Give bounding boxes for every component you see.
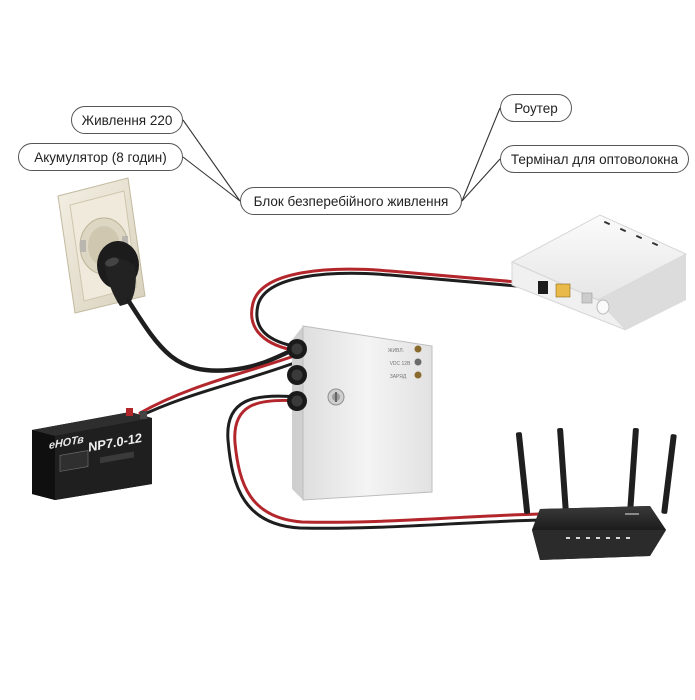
battery: eНОТв NP7.0-12 xyxy=(32,408,152,500)
ups-box: ЖИВЛ. VDC 12В ЗАРЯД xyxy=(287,325,433,501)
fiber-terminal xyxy=(510,214,688,331)
label-ups: Блок безперебійного живлення xyxy=(240,187,462,215)
terminal-button xyxy=(596,299,610,315)
ups-led-label-3: ЗАРЯД xyxy=(390,374,407,380)
ups-led-label-2: VDC 12В xyxy=(390,361,412,367)
label-router: Роутер xyxy=(500,94,572,122)
terminal-leds xyxy=(603,220,659,247)
cable-battery-black xyxy=(134,360,299,420)
terminal-port-1 xyxy=(538,281,548,294)
terminal-port-3 xyxy=(581,292,593,304)
router xyxy=(515,428,677,560)
cable-router-black xyxy=(226,394,542,530)
ups-led-label-1: ЖИВЛ. xyxy=(388,348,404,354)
label-fiber-terminal: Термінал для оптоволокна xyxy=(500,145,689,173)
line-ups-to-terminal xyxy=(461,158,501,202)
connector-lines xyxy=(182,107,501,202)
ups-leds xyxy=(414,345,422,379)
line-power-to-ups xyxy=(182,119,241,202)
battery-terminal-pos xyxy=(126,408,133,416)
cable-terminal-red xyxy=(250,267,542,353)
label-power-220: Живлення 220 xyxy=(71,106,183,134)
router-leds xyxy=(566,537,630,539)
router-logo xyxy=(625,513,639,515)
cable-router-red xyxy=(233,398,542,524)
label-battery: Акумулятор (8 годин) xyxy=(18,143,183,171)
label-fiber-terminal-text: Термінал для оптоволокна xyxy=(510,151,679,167)
ups-sockets xyxy=(287,339,307,411)
cable-mains xyxy=(125,297,300,373)
label-power-220-text: Живлення 220 xyxy=(81,112,173,128)
label-router-text: Роутер xyxy=(514,100,558,116)
label-ups-text: Блок безперебійного живлення xyxy=(253,193,449,209)
power-plug xyxy=(97,241,139,306)
label-battery-text: Акумулятор (8 годин) xyxy=(34,149,167,165)
cables xyxy=(125,267,542,530)
battery-terminal-neg xyxy=(140,411,147,419)
cable-battery-red xyxy=(138,353,299,415)
line-battery-to-ups xyxy=(182,156,241,202)
line-ups-to-router xyxy=(461,107,501,202)
router-antennas xyxy=(515,428,677,514)
ups-key-lock xyxy=(327,388,345,406)
cable-terminal-black xyxy=(255,271,542,349)
terminal-port-2 xyxy=(555,283,571,298)
